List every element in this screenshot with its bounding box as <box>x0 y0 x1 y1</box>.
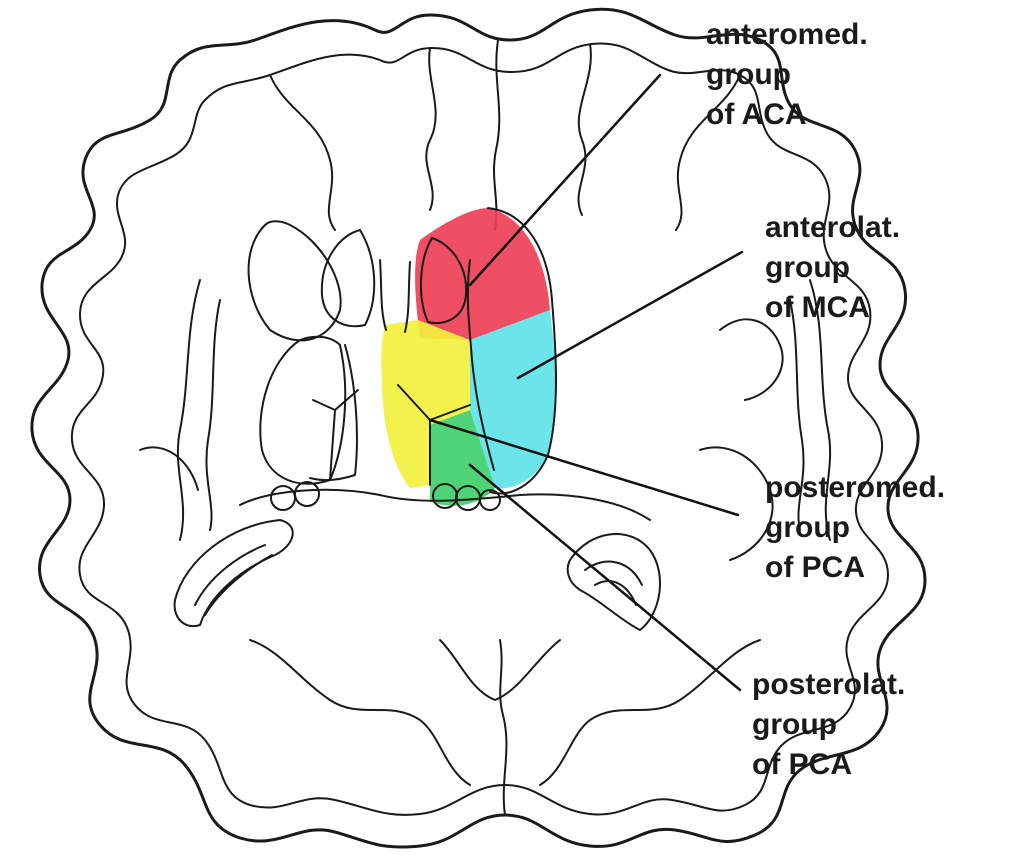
leader-line-posterolateral <box>470 465 740 690</box>
frontal-sulcus-left <box>426 48 435 210</box>
colliculus-1 <box>271 486 295 510</box>
occipital-gyrus-left <box>250 640 470 785</box>
sulcus-left-2 <box>270 75 335 230</box>
leader-line-anterolateral <box>518 252 742 378</box>
ventricle-anterior-horn-left <box>322 230 374 326</box>
caudate-left <box>249 221 341 340</box>
septum <box>380 260 410 332</box>
posterior-horn-left <box>175 520 293 626</box>
occipital-gyrus-right <box>540 640 760 785</box>
thalamus-left <box>310 345 357 480</box>
label-posterolateral-pca: posterolat. group of PCA <box>752 665 905 785</box>
label-anterolateral-mca: anterolat. group of MCA <box>765 208 900 328</box>
insula-left <box>178 280 200 540</box>
insula-left-inner <box>206 300 220 530</box>
temporal-gyrus-left-1 <box>140 447 198 490</box>
label-anteromedial-aca: anteromed. group of ACA <box>706 15 868 135</box>
label-posteromedial-pca: posteromed. group of PCA <box>765 468 945 588</box>
lentiform-left <box>260 337 345 484</box>
longitudinal-fissure-posterior <box>500 640 506 815</box>
temporal-gyrus-right-2 <box>720 319 783 400</box>
longitudinal-fissure-anterior <box>494 40 499 230</box>
temporal-gyrus-right-1 <box>700 447 773 560</box>
colliculus-2 <box>295 482 319 506</box>
frontal-sulcus-right <box>579 44 591 215</box>
